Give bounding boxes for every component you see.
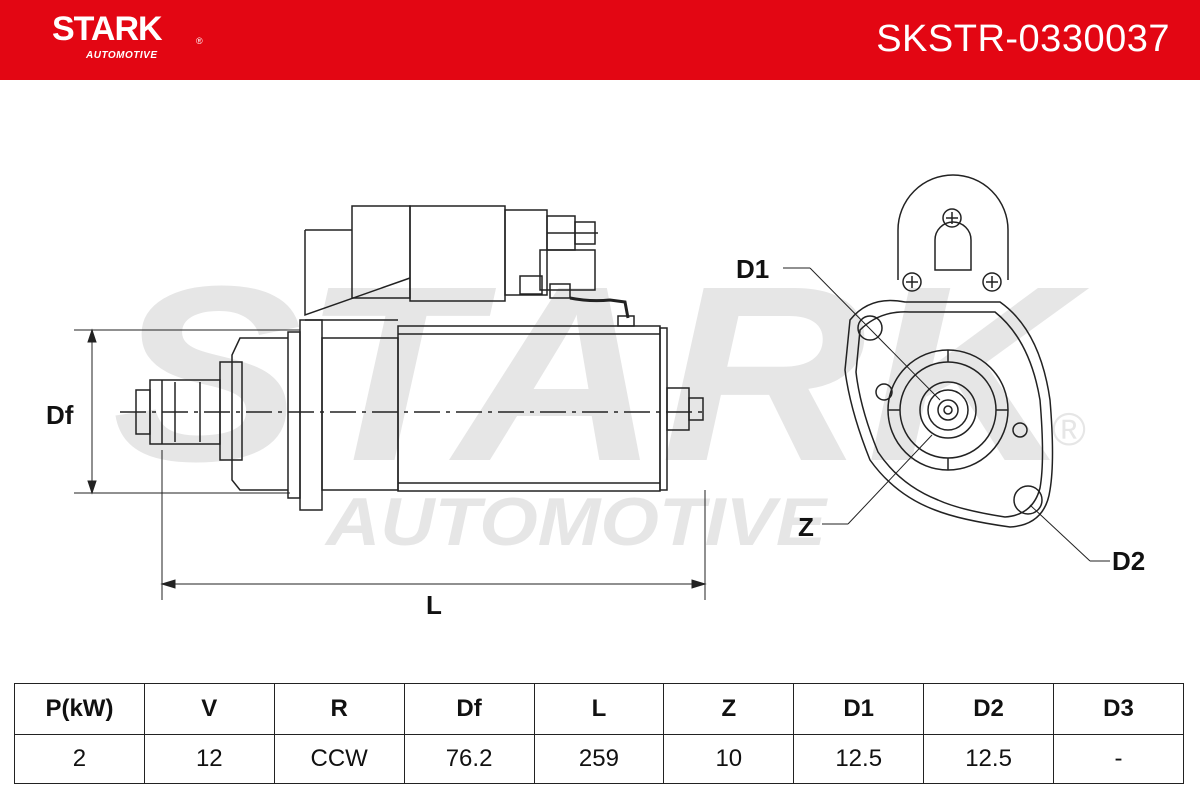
spec-header-cell: D3 <box>1053 683 1184 735</box>
spec-table: P(kW) V R Df L Z D1 D2 D3 2 12 CCW 76.2 … <box>14 683 1184 784</box>
spec-value-cell: 76.2 <box>403 734 535 784</box>
spec-value-cell: 12 <box>143 734 275 784</box>
spec-header-cell: P(kW) <box>14 683 145 735</box>
watermark-brand: STARK <box>112 234 1090 513</box>
part-number: SKSTR-0330037 <box>876 18 1170 60</box>
watermark-registered: ® <box>1052 403 1086 455</box>
spec-header-cell: D1 <box>793 683 925 735</box>
leader-lines <box>783 267 1110 562</box>
spec-header-cell: Df <box>403 683 535 735</box>
l-dimension-label: L <box>426 590 442 620</box>
spec-header-row: P(kW) V R Df L Z D1 D2 D3 <box>14 683 1184 735</box>
d2-dimension-label: D2 <box>1112 546 1145 576</box>
dimension-lines <box>74 328 707 600</box>
watermark-subtitle: AUTOMOTIVE <box>324 484 829 560</box>
spec-value-cell: - <box>1053 734 1184 784</box>
spec-value-cell: 12.5 <box>793 734 925 784</box>
registered-mark: ® <box>196 36 203 46</box>
brand-logo: STARK <box>52 10 163 48</box>
spec-value-cell: CCW <box>273 734 405 784</box>
spec-value-cell: 12.5 <box>923 734 1054 784</box>
spec-value-cell: 259 <box>533 734 665 784</box>
df-dimension-label: Df <box>46 400 74 430</box>
d1-dimension-label: D1 <box>736 254 769 284</box>
spec-value-cell: 2 <box>14 734 145 784</box>
spec-header-cell: D2 <box>923 683 1054 735</box>
starter-side-view <box>120 205 706 511</box>
spec-header-cell: Z <box>663 683 795 735</box>
z-dimension-label: Z <box>798 512 814 542</box>
starter-motor-drawing: STARK AUTOMOTIVE ® <box>46 174 1145 620</box>
spec-value-cell: 10 <box>663 734 795 784</box>
watermark: STARK AUTOMOTIVE ® <box>112 234 1090 560</box>
brand-subtitle: AUTOMOTIVE <box>86 50 158 61</box>
header-bar: STARK ® AUTOMOTIVE SKSTR-0330037 <box>0 0 1200 80</box>
spec-value-row: 2 12 CCW 76.2 259 10 12.5 12.5 - <box>14 734 1184 784</box>
spec-header-cell: V <box>143 683 275 735</box>
spec-header-cell: R <box>273 683 405 735</box>
spec-header-cell: L <box>533 683 665 735</box>
